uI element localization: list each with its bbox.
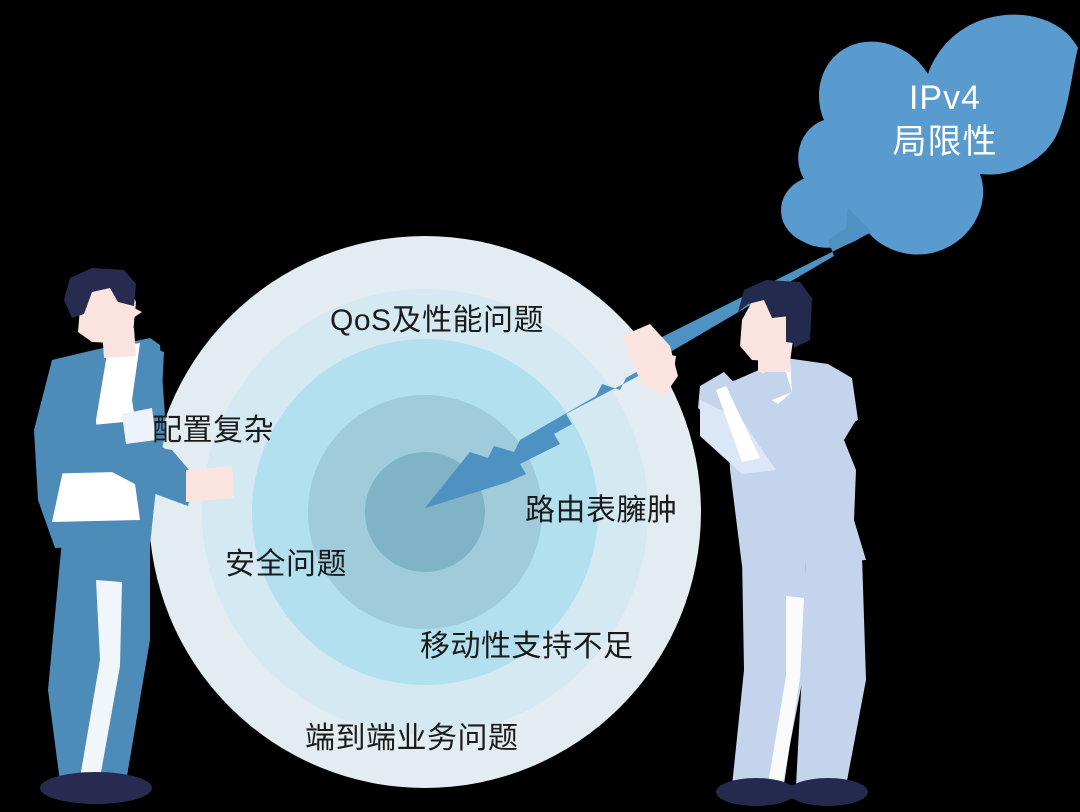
label-config-complexity: 配置复杂	[152, 414, 274, 447]
dart-flight-lobe	[781, 178, 856, 246]
right-man-back-leg	[796, 556, 866, 786]
target-rings-group	[149, 236, 701, 788]
right-man-jacket	[728, 358, 866, 566]
left-man-cuff	[122, 408, 156, 444]
dart-tip	[425, 452, 508, 508]
left-man-leg-highlight	[80, 580, 122, 778]
left-man-forearm	[112, 440, 196, 506]
left-man-nose	[130, 306, 142, 320]
right-man-sleeve-highlight	[716, 386, 760, 462]
right-man-shoe-back	[788, 778, 868, 806]
right-man-thumb	[652, 352, 676, 384]
left-man-shirt-lower	[52, 462, 140, 522]
label-mobility-support: 移动性支持不足	[420, 630, 634, 663]
figure-left-man	[34, 268, 234, 804]
label-end-to-end-service: 端到端业务问题	[305, 722, 519, 755]
dart-flight-blob	[784, 14, 1078, 255]
right-man-sideburn	[786, 312, 802, 344]
left-man-hair	[64, 268, 136, 318]
left-man-hand	[186, 466, 234, 502]
target-labels-group: QoS及性能问题 配置复杂 路由表臃肿 安全问题 移动性支持不足 端到端业务问题	[152, 304, 678, 755]
left-man-shoe	[40, 772, 152, 804]
label-security: 安全问题	[225, 548, 347, 581]
label-routing-table-bloat: 路由表臃肿	[525, 494, 678, 527]
dart-flight-label-line1: IPv4	[909, 79, 981, 117]
right-man-leg-highlight	[768, 596, 804, 784]
right-man-shoulder-panel	[828, 364, 858, 432]
label-qos: QoS及性能问题	[330, 304, 544, 337]
figure-right-man	[622, 280, 868, 806]
dart-flight-label-line2: 局限性	[893, 123, 998, 161]
right-man-shoe-front	[716, 778, 796, 806]
